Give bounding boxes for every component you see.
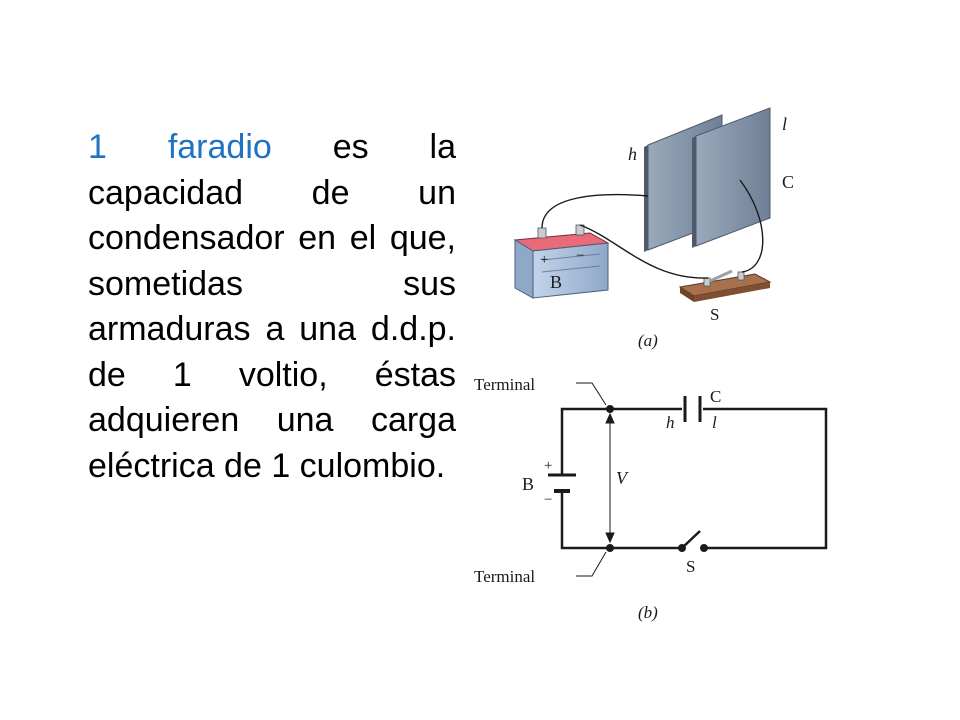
- label-h-schematic: h: [666, 413, 675, 432]
- voltage-arrow: [605, 412, 615, 544]
- battery-plus: +: [540, 252, 548, 268]
- label-h: h: [628, 144, 637, 164]
- switch-contact: [700, 544, 708, 552]
- figure-a: h l C + − B S (a): [513, 107, 794, 350]
- caption-b: (b): [638, 603, 658, 622]
- switch-s: [678, 269, 772, 302]
- definition-body: es la capacidad de un condensador en el …: [88, 128, 456, 485]
- label-c-schematic: C: [710, 387, 721, 406]
- label-s: S: [710, 305, 719, 324]
- faradio-term: 1 faradio: [88, 128, 272, 166]
- label-c: C: [782, 172, 794, 192]
- terminal-top-label: Terminal: [474, 375, 535, 394]
- battery-plus-schematic: +: [544, 458, 552, 474]
- label-l-schematic: l: [712, 413, 717, 432]
- label-v: V: [616, 468, 629, 488]
- terminal-bottom-label: Terminal: [474, 567, 535, 586]
- capacitor-diagram: h l C + − B S (a): [474, 107, 828, 622]
- label-l: l: [782, 114, 787, 134]
- capacitor-figure: h l C + − B S (a): [470, 100, 850, 640]
- label-b: B: [550, 272, 562, 292]
- terminal-leaders: [576, 382, 607, 577]
- plate-l: [692, 107, 771, 248]
- battery-minus-schematic: −: [544, 492, 552, 508]
- battery: [513, 224, 610, 299]
- battery-symbol: [548, 473, 576, 493]
- caption-a: (a): [638, 331, 658, 350]
- terminal-top-node: [606, 405, 614, 413]
- battery-minus: −: [576, 248, 584, 264]
- switch-pivot: [678, 544, 686, 552]
- label-s-schematic: S: [686, 557, 695, 576]
- faradio-definition: 1 faradio es la capacidad de un condensa…: [88, 125, 456, 489]
- label-b-schematic: B: [522, 474, 534, 494]
- terminal-bottom-node: [606, 544, 614, 552]
- wires-a: [541, 179, 764, 279]
- circuit-wires: [560, 407, 828, 550]
- figure-b: Terminal Terminal C h l + − B V S (b): [474, 375, 828, 622]
- capacitor-symbol: [683, 396, 702, 422]
